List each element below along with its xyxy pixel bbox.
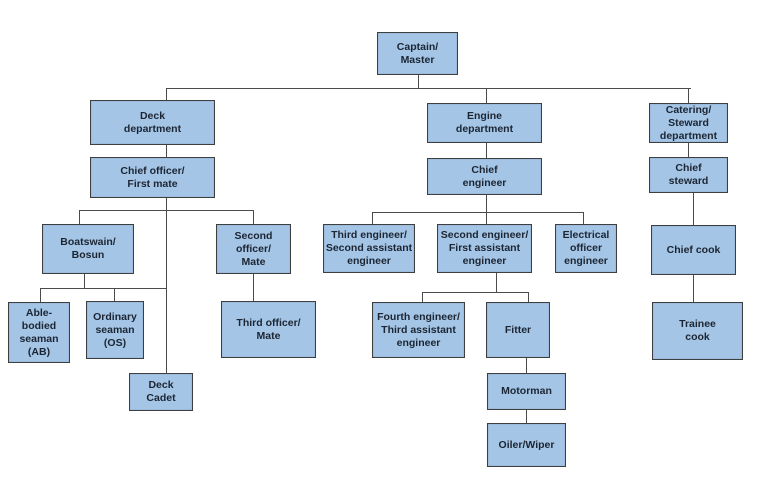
node-deck-department: Deck department (90, 100, 215, 145)
connector-line (40, 288, 41, 302)
connector-line (114, 288, 115, 301)
connector-line (422, 292, 528, 293)
node-third-officer: Third officer/ Mate (221, 301, 316, 358)
connector-line (486, 143, 487, 158)
node-boatswain: Boatswain/ Bosun (42, 224, 134, 274)
connector-line (166, 88, 691, 89)
connector-line (418, 75, 419, 88)
connector-line (84, 274, 85, 288)
connector-line (486, 195, 487, 212)
node-engine-department: Engine department (427, 103, 542, 143)
connector-line (79, 210, 80, 224)
node-third-engineer: Third engineer/ Second assistant enginee… (323, 224, 415, 273)
node-ordinary-seaman: Ordinary seaman (OS) (86, 301, 144, 359)
connector-line (486, 88, 487, 103)
node-fitter: Fitter (486, 302, 550, 358)
connector-line (166, 197, 167, 373)
node-chief-steward: Chief steward (649, 157, 728, 193)
node-fourth-engineer: Fourth engineer/ Third assistant enginee… (372, 302, 465, 358)
connector-line (486, 212, 487, 224)
connector-line (526, 358, 527, 373)
connector-line (253, 210, 254, 224)
node-chief-cook: Chief cook (651, 225, 736, 275)
connector-line (693, 193, 694, 225)
node-able-bodied-seaman: Able- bodied seaman (AB) (8, 302, 70, 363)
node-deck-cadet: Deck Cadet (129, 373, 193, 411)
connector-line (372, 212, 583, 213)
connector-line (79, 210, 253, 211)
node-second-engineer: Second engineer/ First assistant enginee… (437, 224, 532, 273)
node-second-officer: Second officer/ Mate (216, 224, 291, 274)
connector-line (693, 275, 694, 302)
connector-line (253, 274, 254, 301)
connector-line (583, 212, 584, 224)
node-motorman: Motorman (487, 373, 566, 410)
connector-line (422, 292, 423, 302)
connector-line (526, 410, 527, 423)
connector-line (528, 292, 529, 302)
node-catering-department: Catering/ Steward department (649, 103, 728, 143)
node-electrical-officer: Electrical officer engineer (555, 224, 617, 273)
connector-line (372, 212, 373, 224)
node-chief-engineer: Chief engineer (427, 158, 542, 195)
connector-line (688, 143, 689, 157)
node-oiler-wiper: Oiler/Wiper (487, 423, 566, 467)
node-chief-officer: Chief officer/ First mate (90, 157, 215, 198)
connector-line (496, 273, 497, 292)
node-captain-master: Captain/ Master (377, 32, 458, 75)
connector-line (688, 88, 689, 103)
node-trainee-cook: Trainee cook (652, 302, 743, 360)
connector-line (166, 88, 167, 100)
connector-line (40, 288, 166, 289)
connector-line (166, 145, 167, 157)
